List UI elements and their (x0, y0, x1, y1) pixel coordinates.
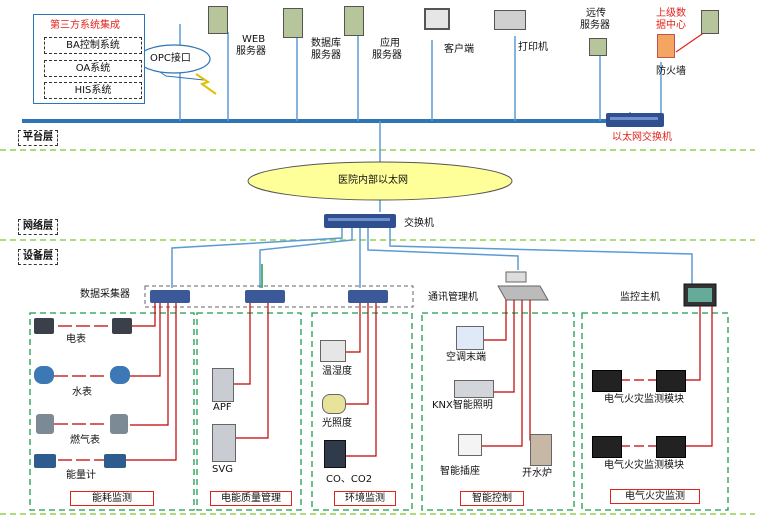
printer-label: 打印机 (518, 42, 548, 53)
web-server-icon (208, 6, 228, 34)
env-item-0: 温湿度 (322, 366, 352, 377)
heat-meter-icon (104, 454, 126, 468)
remote-server-label-2: 服务器 (580, 20, 610, 31)
energy-item-0: 电表 (66, 334, 86, 345)
collector-label: 数据采集器 (80, 289, 130, 300)
lan-ellipse (247, 161, 513, 201)
upper-center-label-1: 上级数 (656, 8, 686, 19)
co2-sensor-icon (324, 440, 346, 468)
switch-label: 交换机 (404, 218, 434, 229)
system-ba: BA控制系统 (44, 37, 142, 54)
gas-meter-icon (36, 414, 54, 434)
energy-group-label: 能耗监测 (70, 491, 154, 506)
fire-module-icon (592, 436, 622, 458)
client-label: 客户端 (444, 44, 474, 55)
fire-group-label: 电气火灾监测 (610, 489, 700, 504)
smart-item-0: 空调末端 (446, 352, 486, 363)
system-oa: OA系统 (44, 60, 142, 77)
energy-item-1: 水表 (72, 387, 92, 398)
smart-item-1: KNX智能照明 (432, 400, 493, 411)
smart-item-2: 智能插座 (440, 466, 480, 477)
power-item-1: SVG (212, 464, 233, 475)
comm-manager-label: 通讯管理机 (428, 292, 478, 303)
light-sensor-icon (322, 394, 346, 414)
humidity-sensor-icon (320, 340, 346, 362)
layer-network: 网络层 (18, 219, 58, 235)
opc-label: OPC接口 (150, 53, 191, 64)
web-server-label-1: WEB (242, 34, 266, 45)
db-server-label-1: 数据库 (311, 38, 341, 49)
water-boiler-icon (530, 434, 552, 466)
power-group-label: 电能质量管理 (210, 491, 292, 506)
smart-group-label: 智能控制 (460, 491, 524, 506)
power-item-0: APF (213, 402, 232, 413)
remote-server-label-1: 远传 (586, 8, 606, 19)
db-server-label-2: 服务器 (311, 50, 341, 61)
app-server-label-1: 应用 (380, 38, 400, 49)
fire-item-1: 电气火灾监测模块 (604, 460, 684, 471)
firewall-label: 防火墙 (656, 66, 686, 77)
power-meter-icon (112, 318, 132, 334)
power-meter-icon (34, 318, 54, 334)
water-meter-icon (34, 366, 54, 384)
monitor-host-label: 监控主机 (620, 292, 660, 303)
third-party-title: 第三方系统集成 (50, 20, 120, 31)
smart-socket-icon (458, 434, 482, 456)
apf-cabinet-icon (212, 368, 234, 402)
water-meter-icon (110, 366, 130, 384)
remote-server-icon (589, 38, 607, 56)
knx-lighting-icon (454, 380, 494, 398)
upper-center-label-2: 据中心 (656, 20, 686, 31)
printer-icon (494, 10, 526, 30)
fire-module-icon (656, 370, 686, 392)
energy-item-2: 燃气表 (70, 435, 100, 446)
ethernet-switch-label: 以太网交换机 (612, 132, 672, 143)
env-item-2: CO、CO2 (326, 474, 373, 485)
fire-item-0: 电气火灾监测模块 (604, 394, 684, 405)
fire-module-icon (592, 370, 622, 392)
svg-cabinet-icon (212, 424, 236, 462)
smart-item-3: 开水炉 (522, 468, 552, 479)
db-server-icon (283, 8, 303, 38)
energy-item-3: 能量计 (66, 470, 96, 481)
system-his: HIS系统 (44, 82, 142, 99)
env-item-1: 光照度 (322, 418, 352, 429)
env-group-label: 环境监测 (334, 491, 396, 506)
gas-meter-icon (110, 414, 128, 434)
firewall-link (675, 31, 706, 53)
client-monitor-icon (424, 8, 450, 30)
upper-center-icon (701, 10, 719, 34)
fire-module-icon (656, 436, 686, 458)
app-server-label-2: 服务器 (372, 50, 402, 61)
ac-controller-icon (456, 326, 484, 350)
firewall-icon (657, 34, 675, 58)
web-server-label-2: 服务器 (236, 46, 266, 57)
lightning-icon (195, 73, 217, 95)
lan-label: 医院内部以太网 (338, 175, 408, 186)
collector-frame (144, 285, 414, 308)
layer-platform: 平台层 (18, 130, 58, 146)
heat-meter-icon (34, 454, 56, 468)
layer-device: 设备层 (18, 249, 58, 265)
app-server-icon (344, 6, 364, 36)
